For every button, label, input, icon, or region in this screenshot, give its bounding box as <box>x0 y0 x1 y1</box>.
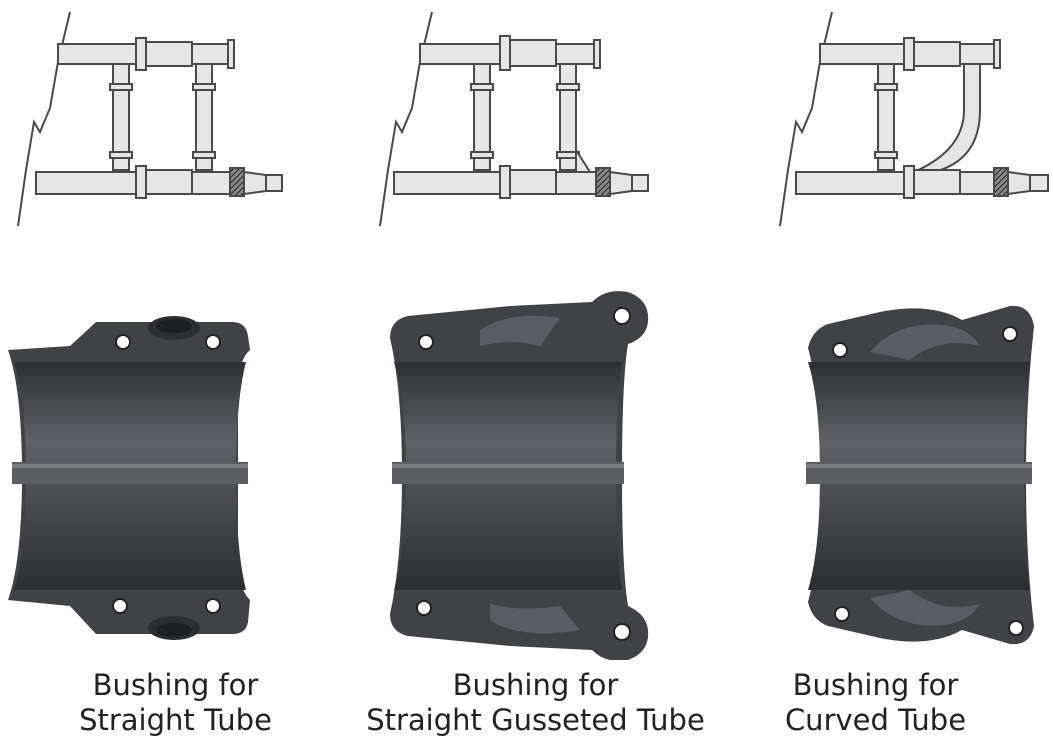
bolt-hole <box>115 334 131 350</box>
straight-tube-illustration <box>8 11 283 640</box>
bolt-hole <box>205 598 221 614</box>
caption-line2: Straight Tube <box>79 703 272 737</box>
bushing-curved-photo <box>806 305 1034 645</box>
panel-curved-tube: Bushing for Curved Tube <box>700 0 1051 752</box>
frame-diagram <box>379 11 649 227</box>
caption-line1: Bushing for <box>92 668 259 702</box>
caption-line2: Curved Tube <box>784 703 967 737</box>
caption-straight-tube: Bushing for Straight Tube <box>0 668 351 738</box>
frame-diagram <box>17 11 283 227</box>
knurled-sleeve <box>595 167 611 197</box>
gusset <box>575 146 592 173</box>
bottom-rail <box>795 171 905 195</box>
caption-line1: Bushing for <box>792 668 959 702</box>
bottom-rail <box>393 171 501 195</box>
bolt-hole <box>112 598 128 614</box>
bolt-hole <box>613 623 631 641</box>
panel-straight-gusseted-tube: Bushing for Straight Gusseted Tube <box>360 0 711 752</box>
bolt-hole <box>205 334 221 350</box>
caption-straight-gusseted-tube: Bushing for Straight Gusseted Tube <box>360 668 711 738</box>
bushing-gusseted-photo <box>390 291 649 660</box>
caption-curved-tube: Bushing for Curved Tube <box>700 668 1051 738</box>
bolt-hole <box>418 334 434 350</box>
caption-line2: Straight Gusseted Tube <box>366 703 705 737</box>
caption-line1: Bushing for <box>452 668 619 702</box>
top-rail <box>57 43 141 65</box>
bottom-rail <box>35 171 137 195</box>
knurled-sleeve <box>229 167 245 197</box>
knurled-sleeve <box>993 167 1009 197</box>
bushing-straight-photo <box>8 316 250 640</box>
panel-straight-tube: Bushing for Straight Tube <box>0 0 351 752</box>
bolt-hole <box>1002 326 1018 342</box>
top-rail <box>819 43 905 65</box>
curved-rung <box>913 63 981 173</box>
curved-tube-illustration <box>779 11 1049 645</box>
bolt-hole <box>1008 620 1024 636</box>
gusseted-tube-illustration <box>379 11 649 660</box>
bolt-hole <box>834 606 850 622</box>
bolt-hole <box>832 342 848 358</box>
bolt-hole <box>416 600 432 616</box>
top-rail <box>419 43 501 65</box>
frame-diagram <box>779 11 1049 227</box>
bolt-hole <box>613 307 631 325</box>
